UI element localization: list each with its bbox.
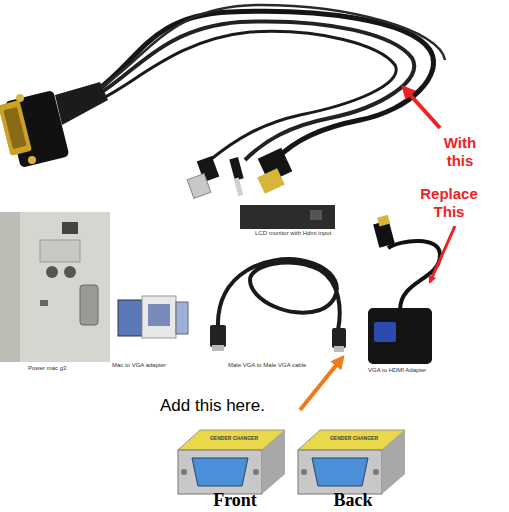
gender-changer-front bbox=[178, 430, 285, 494]
leader-arrow bbox=[430, 226, 455, 282]
part-label: Male VGA to Male VGA cable bbox=[228, 362, 332, 369]
lcd-monitor bbox=[240, 205, 335, 229]
product-marking: GENDER CHANGER bbox=[196, 435, 272, 441]
mac-vga-adapter bbox=[118, 296, 188, 338]
note-text: Add this here. bbox=[160, 396, 300, 416]
callout-text: With this bbox=[436, 134, 484, 170]
product-marking: GENDER CHANGER bbox=[316, 435, 392, 441]
part-label: Power mac g3 bbox=[28, 365, 108, 372]
view-label: Front bbox=[200, 490, 270, 510]
vga-hdmi-cable bbox=[0, 5, 445, 198]
vga-hdmi-adapter bbox=[368, 215, 440, 364]
power-mac bbox=[0, 212, 110, 362]
part-label: Mac to VGA adapter bbox=[112, 362, 196, 369]
part-label: VGA to HDMI Adapter bbox=[368, 367, 448, 374]
vga-cable bbox=[210, 259, 346, 352]
view-label: Back bbox=[318, 490, 388, 510]
leader-arrow bbox=[404, 88, 440, 128]
part-label: LCD monitor with Hdmi input bbox=[255, 230, 345, 237]
callout-text: Replace This bbox=[412, 185, 486, 221]
monitor-port bbox=[310, 210, 322, 220]
gender-changer-back bbox=[298, 430, 405, 494]
